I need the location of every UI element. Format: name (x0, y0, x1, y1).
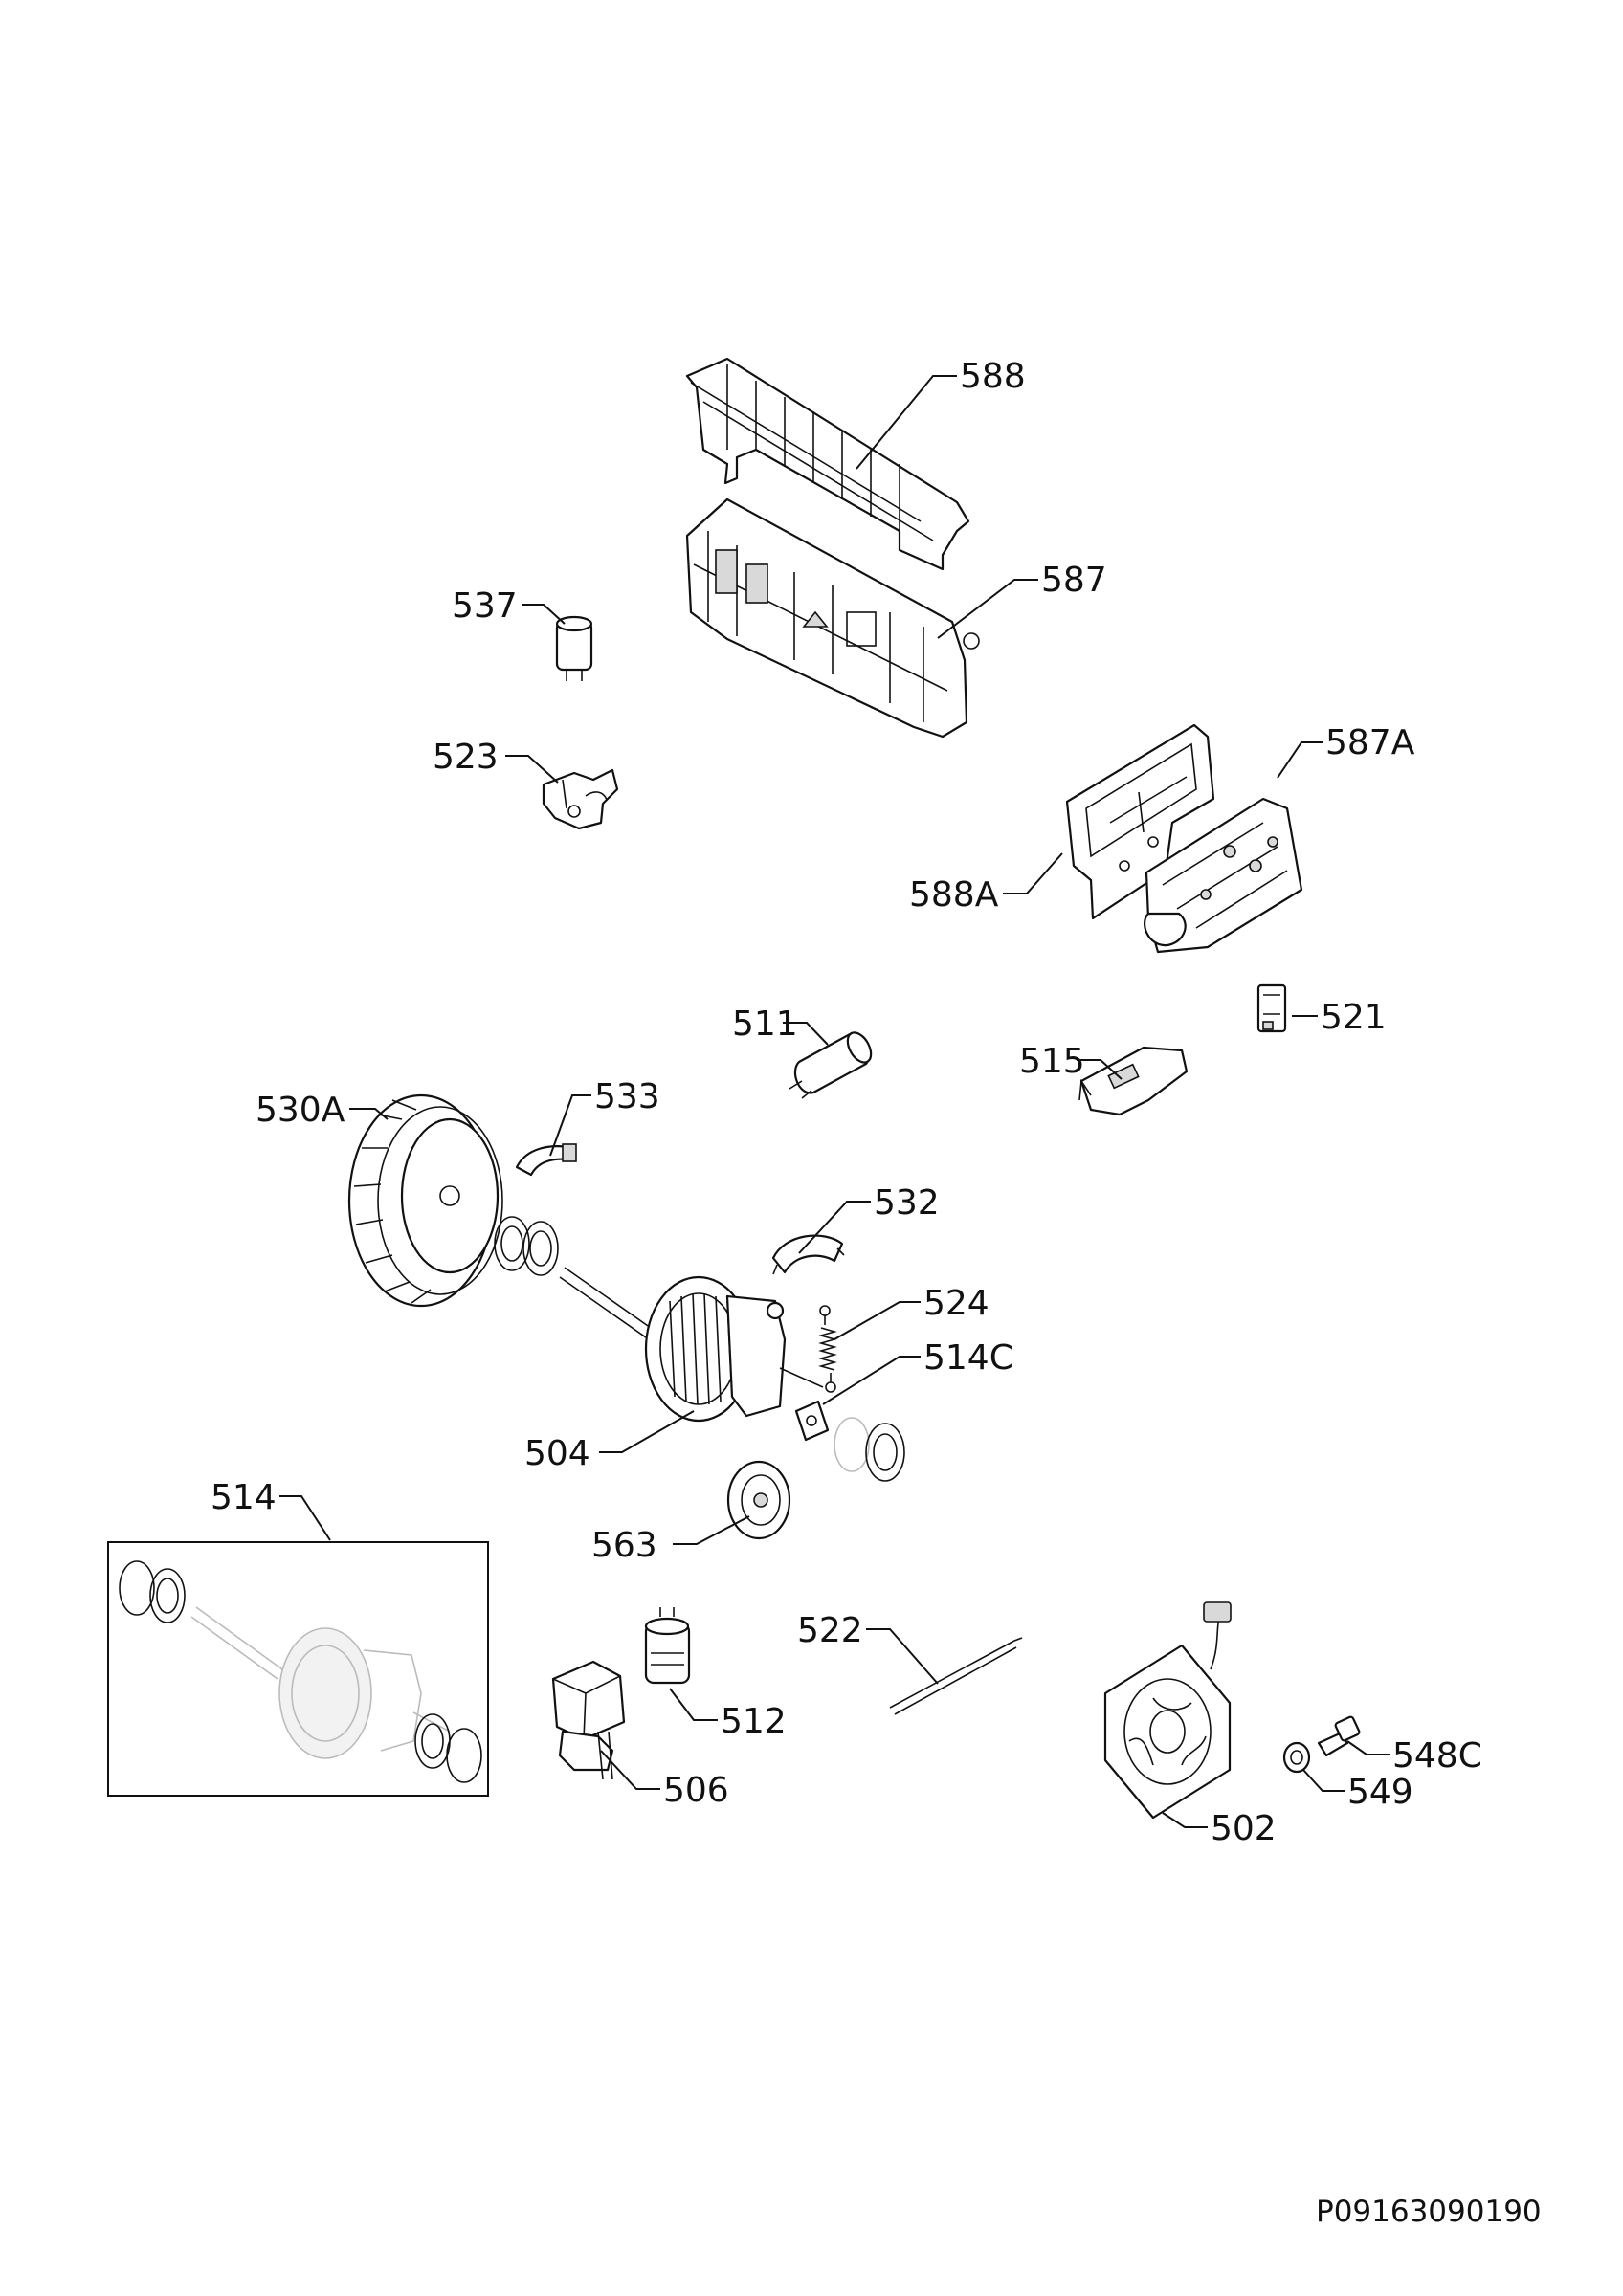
leader-532 (798, 1201, 871, 1254)
callout-533: 533 (594, 1077, 660, 1116)
callout-521: 521 (1321, 998, 1387, 1037)
leader-524 (834, 1301, 921, 1340)
part-548C-connector (1317, 1715, 1361, 1757)
callout-587: 587 (1041, 561, 1107, 600)
callout-537: 537 (452, 586, 518, 626)
leader-588A (1003, 852, 1063, 894)
callout-514C: 514C (923, 1338, 1013, 1378)
callout-588: 588 (960, 357, 1026, 396)
part-524-spring (818, 1305, 837, 1393)
part-511-capacitor (789, 1031, 873, 1099)
part-532-cover (771, 1234, 845, 1275)
part-587-module (685, 497, 980, 739)
leader-502 (1162, 1812, 1208, 1828)
part-549-grommet (1282, 1741, 1311, 1774)
callout-511: 511 (732, 1004, 798, 1044)
part-506-pump (551, 1660, 626, 1780)
part-533-clamp (515, 1143, 577, 1177)
drawing-code: P09163090190 (1316, 2195, 1542, 2229)
part-588-cover (685, 357, 970, 571)
leader-587 (937, 579, 1038, 639)
leader-548C (1346, 1740, 1390, 1755)
leader-514C (822, 1356, 921, 1405)
part-522-sensor (889, 1637, 1023, 1715)
leader-lines (279, 375, 1390, 1828)
callout-522: 522 (797, 1611, 863, 1650)
leader-549 (1302, 1769, 1345, 1792)
callout-530A: 530A (256, 1091, 345, 1130)
part-523-clip (542, 768, 619, 830)
leader-514 (279, 1495, 331, 1541)
callout-515: 515 (1019, 1042, 1085, 1081)
leader-512 (669, 1688, 718, 1721)
leader-522 (866, 1628, 939, 1685)
part-587A-board (1143, 797, 1303, 954)
callout-523: 523 (433, 738, 499, 777)
part-588A-frame (1065, 723, 1215, 920)
leader-563 (673, 1515, 750, 1545)
leader-506 (600, 1750, 660, 1790)
callout-548C: 548C (1392, 1736, 1482, 1776)
part-530A-fan-wheel (347, 1093, 503, 1308)
part-bearings-upper (494, 1216, 559, 1276)
leader-537 (522, 604, 566, 625)
callout-506: 506 (663, 1771, 729, 1810)
leader-511 (783, 1022, 829, 1046)
leader-515 (1077, 1059, 1123, 1080)
part-563-pulley (726, 1460, 791, 1540)
callout-514: 514 (211, 1478, 277, 1517)
part-502-fan (1103, 1601, 1232, 1820)
part-512-capacitor (644, 1607, 691, 1685)
part-514C-washer (794, 1400, 905, 1482)
callout-588A: 588A (909, 875, 999, 915)
leader-530A (349, 1108, 389, 1120)
callout-512: 512 (721, 1702, 787, 1741)
callout-563: 563 (591, 1526, 657, 1565)
callout-532: 532 (874, 1183, 940, 1223)
callout-502: 502 (1211, 1809, 1277, 1848)
leader-587A (1277, 741, 1323, 779)
leader-504 (599, 1410, 695, 1453)
leader-588 (856, 375, 957, 470)
part-537-capacitor (555, 615, 593, 681)
callout-504: 504 (524, 1434, 590, 1473)
callout-labels: 588 587 537 523 587A 588A 511 521 515 53… (211, 357, 1482, 1848)
part-515-switch (1078, 1046, 1189, 1116)
leader-533 (549, 1094, 591, 1157)
part-521-switch (1256, 983, 1287, 1033)
leader-523 (505, 755, 559, 784)
part-504-motor (559, 1267, 824, 1423)
callout-549: 549 (1347, 1773, 1413, 1812)
callout-524: 524 (923, 1284, 989, 1323)
callout-587A: 587A (1325, 723, 1415, 762)
part-514-inset (107, 1541, 489, 1797)
